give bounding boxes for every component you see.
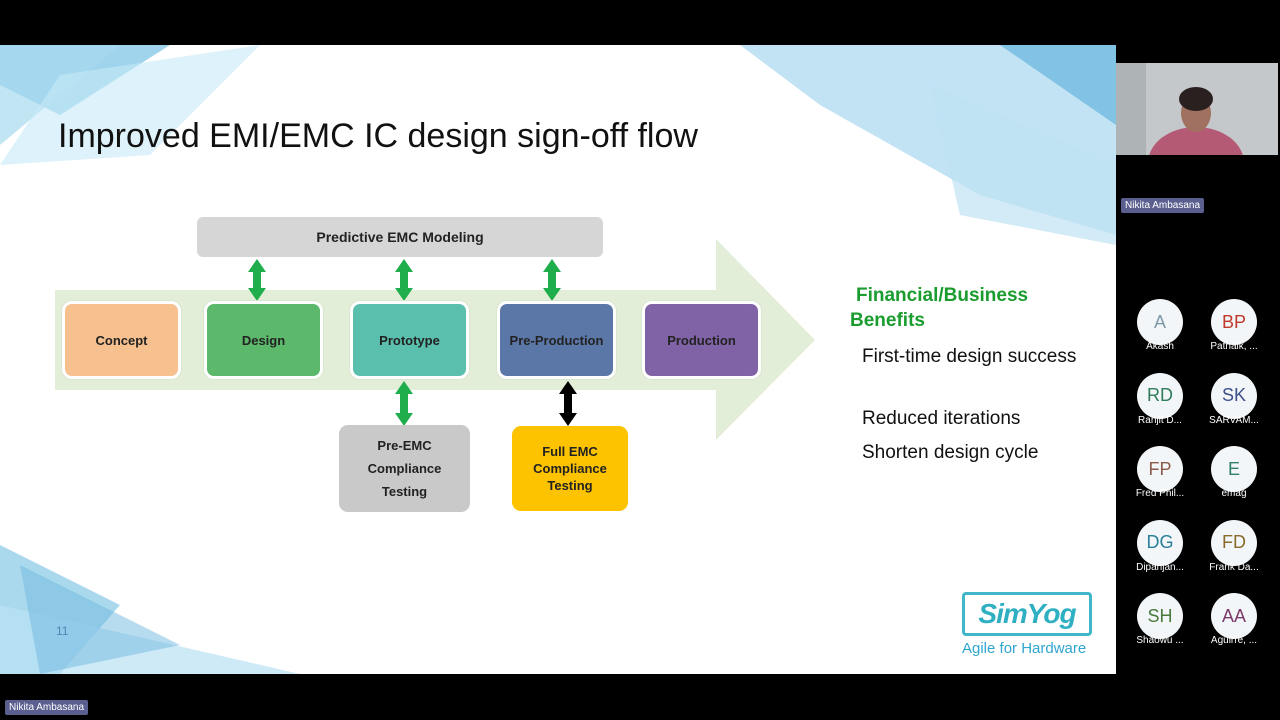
participant-name: Akash: [1146, 341, 1174, 352]
pre-emc-line-2: Compliance: [367, 461, 442, 476]
participant-name: Fred Phil...: [1135, 488, 1185, 499]
participant-name: Shaowu ...: [1136, 635, 1184, 646]
stage-design: Design: [204, 301, 323, 379]
slide-page-number: 11: [56, 624, 69, 638]
slide-title: Improved EMI/EMC IC design sign-off flow: [58, 117, 698, 155]
speaker-video-icon: [1116, 63, 1278, 155]
benefit-item: Shorten design cycle: [862, 442, 1039, 463]
pre-emc-compliance-testing-box: Pre-EMC Compliance Testing: [339, 425, 470, 512]
participant-name: Ranjit D...: [1138, 414, 1182, 426]
predictive-emc-modeling-box: Predictive EMC Modeling: [197, 217, 603, 257]
pre-emc-line-1: Pre-EMC: [377, 438, 432, 453]
logo-tagline: Agile for Hardware: [962, 640, 1087, 657]
stage-concept: Concept: [62, 301, 181, 379]
speaker-name-tag: Nikita Ambasana: [1121, 198, 1205, 213]
slide-decoration: [0, 45, 1116, 674]
presenter-name-tag: Nikita Ambasana: [5, 700, 89, 715]
stage-pre-production: Pre-Production: [497, 301, 616, 379]
participant-avatar: FP: [1137, 446, 1183, 492]
participant-name: emag: [1221, 488, 1247, 499]
participant-avatar: RD: [1137, 372, 1183, 419]
full-emc-compliance-testing-box: Full EMC Compliance Testing: [512, 426, 628, 511]
participant-name: Patnaik, ...: [1210, 341, 1258, 352]
participant-avatar: A: [1137, 299, 1183, 345]
participant-name: Aguirre, ...: [1210, 635, 1258, 646]
full-emc-line-1: Full EMC: [542, 444, 598, 459]
benefit-item: First-time design success: [862, 346, 1077, 367]
benefit-item: Reduced iterations: [862, 408, 1021, 429]
full-emc-line-3: Testing: [547, 478, 593, 493]
participant-name: Frank Da...: [1209, 561, 1259, 573]
participant-avatar: BP: [1211, 299, 1257, 345]
benefits-title: Financial/Business Benefits: [850, 285, 1029, 331]
participant-avatar: FD: [1211, 519, 1257, 566]
simyog-logo: SimYog Agile for Hardware: [962, 592, 1097, 657]
presentation-slide: Improved EMI/EMC IC design sign-off flow…: [0, 45, 1116, 674]
connector-arrows: [248, 259, 577, 426]
pre-emc-line-3: Testing: [381, 484, 428, 499]
participant-avatar: E: [1211, 446, 1257, 492]
full-emc-line-2: Compliance: [533, 461, 607, 476]
participant-avatar: SK: [1211, 372, 1257, 419]
logo-wordmark: SimYog: [962, 592, 1092, 636]
participant-avatar: DG: [1137, 519, 1183, 566]
participant-name: SARVAM...: [1209, 414, 1259, 426]
speaker-video-tile[interactable]: [1116, 63, 1278, 155]
participant-avatar: SH: [1137, 593, 1183, 639]
stage-prototype: Prototype: [350, 301, 469, 379]
stage-production: Production: [642, 301, 761, 379]
participant-avatar: AA: [1211, 593, 1257, 639]
participant-name: Dipanjan...: [1136, 561, 1184, 573]
